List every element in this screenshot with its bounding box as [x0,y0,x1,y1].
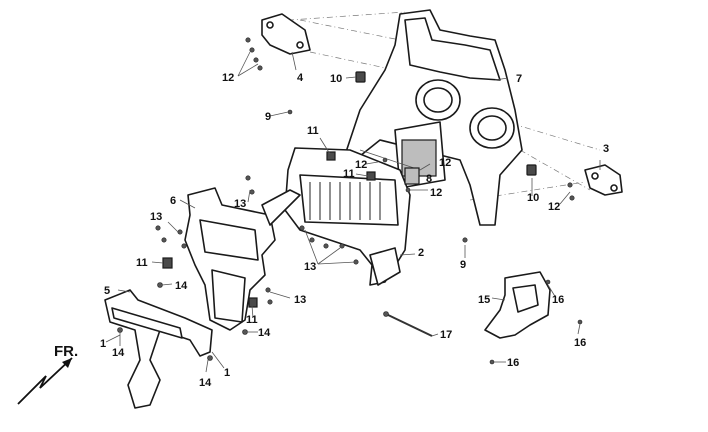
bracket-part-6 [184,187,301,331]
callout-9: 9 [460,259,466,271]
callout-3: 3 [603,143,609,155]
callout-10: 10 [527,192,539,204]
callout-9: 9 [265,111,271,123]
pad-part-10 [355,71,537,176]
callout-13: 13 [304,261,316,273]
callout-10: 10 [330,73,342,85]
callout-14: 14 [112,347,125,359]
callout-7: 7 [516,73,522,85]
mount-part-4 [261,13,311,55]
lower-panel-part-2 [284,147,411,286]
callout-13: 13 [150,211,162,223]
callout-12: 12 [548,201,560,213]
callout-13: 13 [234,198,246,210]
callout-labels: 12 4 10 7 9 11 3 12 12 11 8 12 6 13 10 1… [100,72,609,389]
front-direction-arrow: FR. [17,343,78,405]
callout-11: 11 [307,125,319,137]
callout-12: 12 [439,157,451,169]
callout-13: 13 [294,294,306,306]
callout-15: 15 [478,294,490,306]
mount-part-3 [584,164,623,196]
callout-17: 17 [440,329,452,341]
direction-label: FR. [54,343,78,360]
callout-16: 16 [507,357,519,369]
callout-5: 5 [104,285,110,297]
callout-1: 1 [224,367,230,379]
guard-part-15 [484,271,551,339]
callout-14: 14 [258,327,271,339]
fasteners [117,37,583,365]
callout-11: 11 [343,168,355,180]
callout-14: 14 [199,377,212,389]
callout-12: 12 [355,159,367,171]
callout-14: 14 [175,280,188,292]
callout-2: 2 [418,247,424,259]
callout-16: 16 [552,294,564,306]
callout-16: 16 [574,337,586,349]
callout-8: 8 [426,173,432,185]
leader-lines [105,51,601,373]
callout-4: 4 [297,72,304,84]
callout-11: 11 [246,314,258,326]
screw-part-17 [383,311,433,337]
callout-11: 11 [136,257,148,269]
callout-12: 12 [430,187,442,199]
clip-part-8 [404,167,420,185]
callout-6: 6 [170,195,176,207]
stay-part-5 [104,289,213,409]
callout-12: 12 [222,72,234,84]
callout-1: 1 [100,338,106,350]
